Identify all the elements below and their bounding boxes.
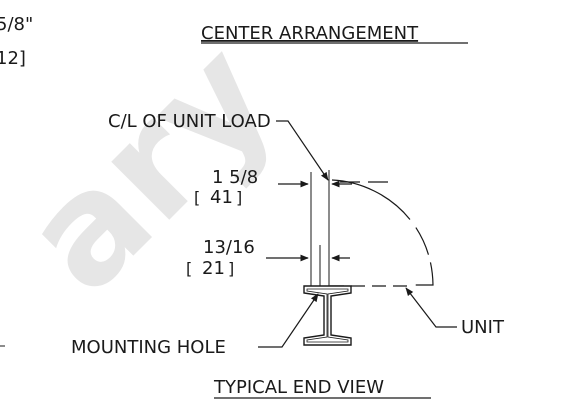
lower-dimension-imperial: 13/16 xyxy=(203,237,255,258)
centerline-label: C/L OF UNIT LOAD xyxy=(108,111,271,132)
unit-load-profile xyxy=(331,179,434,286)
view-title: TYPICAL END VIEW xyxy=(213,377,384,398)
i-beam-section xyxy=(303,285,352,346)
unit-label: UNIT xyxy=(461,317,505,338)
centerline-leader xyxy=(276,120,329,181)
arrangement-title: CENTER ARRANGEMENT xyxy=(201,23,419,44)
partial-dimension-metric: 12] xyxy=(0,48,26,69)
partial-dimension-imperial: 5/8" xyxy=(0,14,33,35)
lower-dimension-open-bracket: [ xyxy=(186,259,192,278)
mounting-hole-label: MOUNTING HOLE xyxy=(71,337,226,358)
lower-dimension-close-bracket: ] xyxy=(228,259,234,278)
upper-dimension-metric: 41 xyxy=(210,187,233,208)
lower-dimension-metric: 21 xyxy=(202,258,225,279)
mounting-hole-leader xyxy=(258,293,319,348)
upper-dimension-open-bracket: [ xyxy=(194,188,200,207)
watermark-text: ary xyxy=(0,10,307,326)
i-beam-inner-outline xyxy=(306,288,349,343)
unit-leader xyxy=(405,287,457,328)
upper-dimension-imperial: 1 5/8 xyxy=(212,167,258,188)
upper-dimension-close-bracket: ] xyxy=(236,188,242,207)
